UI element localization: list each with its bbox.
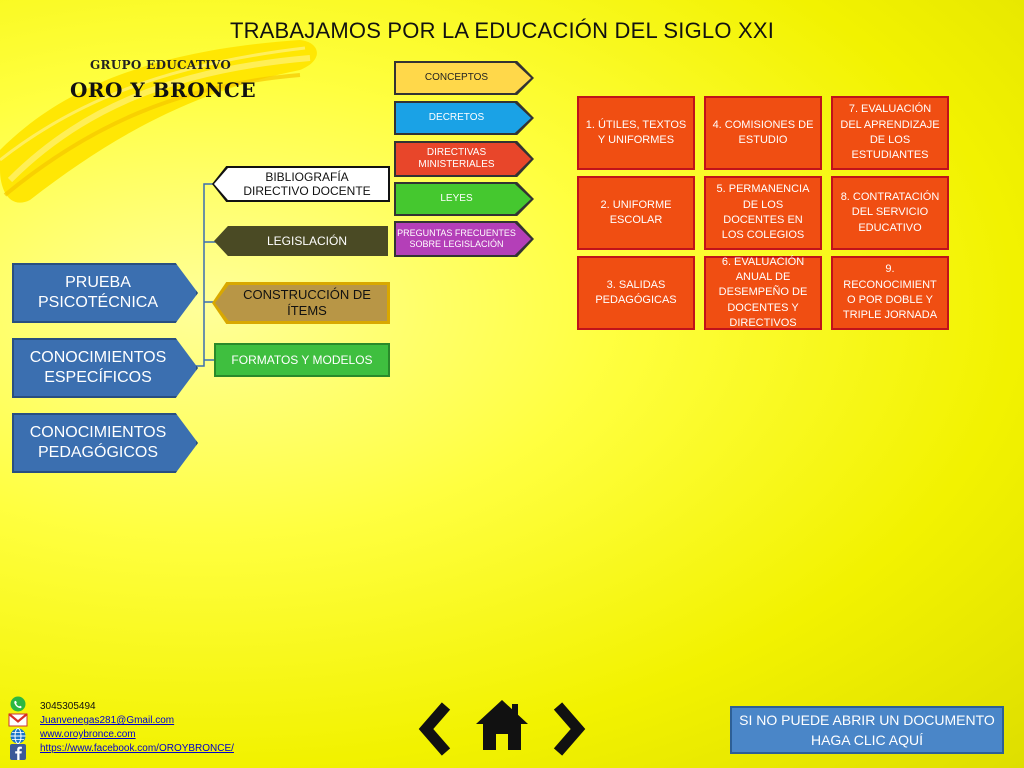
logo-brush-swoosh	[0, 40, 317, 203]
facebook-icon	[10, 744, 26, 760]
topic-box-5[interactable]: 5. PERMANENCIA DE LOS DOCENTES EN LOS CO…	[704, 176, 822, 250]
tag-leyes-label: LEYES	[396, 184, 531, 214]
prueba-psicotecnica-button[interactable]: PRUEBA PSICOTÉCNICA	[12, 263, 198, 323]
topic-box-1[interactable]: 1. ÚTILES, TEXTOS Y UNIFORMES	[577, 96, 695, 170]
tag-leyes[interactable]: LEYES	[394, 182, 534, 216]
topic-box-4[interactable]: 4. COMISIONES DE ESTUDIO	[704, 96, 822, 170]
chevron-left-icon[interactable]	[416, 702, 456, 756]
topic-box-9[interactable]: 9. RECONOCIMIENT O POR DOBLE Y TRIPLE JO…	[831, 256, 949, 330]
conocimientos-especificos-button[interactable]: CONOCIMIENTOS ESPECÍFICOS	[12, 338, 198, 398]
topic-box-8[interactable]: 8. CONTRATACIÓN DEL SERVICIO EDUCATIVO	[831, 176, 949, 250]
construccion-items-button[interactable]: CONSTRUCCIÓN DE ÍTEMS	[212, 282, 390, 324]
formatos-modelos-button[interactable]: FORMATOS Y MODELOS	[214, 343, 390, 377]
help-notice-button[interactable]: SI NO PUEDE ABRIR UN DOCUMENTO HAGA CLIC…	[730, 706, 1004, 754]
topic-box-6[interactable]: 6. EVALUACIÓN ANUAL DE DESEMPEÑO DE DOCE…	[704, 256, 822, 330]
tag-preguntas[interactable]: PREGUNTAS FRECUENTES SOBRE LEGISLACIÓN	[394, 221, 534, 257]
tag-conceptos-label: CONCEPTOS	[396, 63, 531, 93]
tag-preguntas-label: PREGUNTAS FRECUENTES SOBRE LEGISLACIÓN	[396, 223, 531, 255]
logo-name: ORO Y BRONCE	[70, 78, 257, 102]
construccion-items-label: CONSTRUCCIÓN DE ÍTEMS	[215, 285, 387, 321]
bibliografia-button[interactable]: BIBLIOGRAFÍA DIRECTIVO DOCENTE	[212, 166, 390, 202]
topic-box-7[interactable]: 7. EVALUACIÓN DEL APRENDIZAJE DE LOS EST…	[831, 96, 949, 170]
tag-directivas-label: DIRECTIVAS MINISTERIALES	[396, 143, 531, 175]
legislacion-button[interactable]: LEGISLACIÓN	[214, 226, 388, 256]
home-icon[interactable]	[474, 698, 530, 752]
contact-facebook-link[interactable]: https://www.facebook.com/OROYBRONCE/	[40, 743, 234, 754]
gmail-icon	[8, 713, 28, 727]
tag-decretos-label: DECRETOS	[396, 103, 531, 133]
chevron-right-icon[interactable]	[548, 702, 588, 756]
page-title: TRABAJAMOS POR LA EDUCACIÓN DEL SIGLO XX…	[229, 18, 775, 43]
contact-info: 3045305494 Juanvenegas281@Gmail.com www.…	[40, 700, 234, 756]
contact-phone: 3045305494	[40, 701, 96, 712]
tag-conceptos[interactable]: CONCEPTOS	[394, 61, 534, 95]
contact-email-link[interactable]: Juanvenegas281@Gmail.com	[40, 715, 175, 726]
logo-subtitle: GRUPO EDUCATIVO	[90, 58, 232, 72]
topic-box-2[interactable]: 2. UNIFORME ESCOLAR	[577, 176, 695, 250]
topic-box-3[interactable]: 3. SALIDAS PEDAGÓGICAS	[577, 256, 695, 330]
tag-decretos[interactable]: DECRETOS	[394, 101, 534, 135]
conocimientos-pedagogicos-button[interactable]: CONOCIMIENTOS PEDAGÓGICOS	[12, 413, 198, 473]
tag-directivas[interactable]: DIRECTIVAS MINISTERIALES	[394, 141, 534, 177]
bibliografia-label: BIBLIOGRAFÍA DIRECTIVO DOCENTE	[214, 168, 388, 200]
menu-connector	[192, 183, 216, 367]
contact-web-link[interactable]: www.oroybronce.com	[40, 729, 136, 740]
globe-icon	[10, 728, 26, 744]
whatsapp-icon	[10, 696, 26, 712]
